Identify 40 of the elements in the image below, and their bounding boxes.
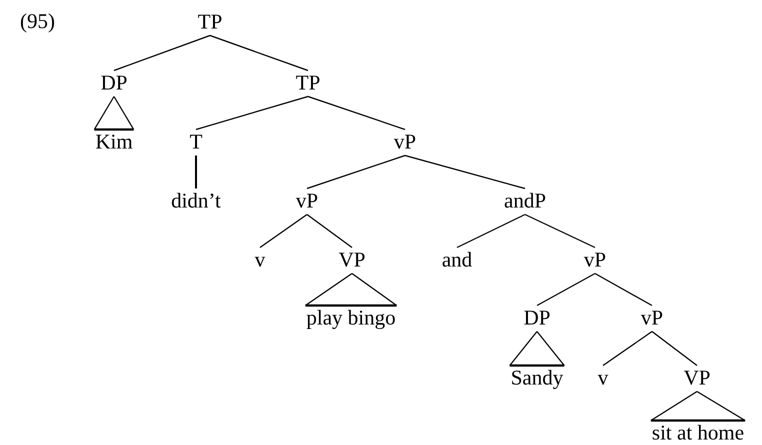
tree-node-label: DP xyxy=(524,306,550,330)
tree-node-label: TP xyxy=(198,10,222,34)
tree-node-label: andP xyxy=(504,190,546,212)
tree-node-label: Sandy xyxy=(510,366,564,390)
tree-node-label: didn’t xyxy=(171,190,221,212)
tree-branch xyxy=(195,156,197,188)
tree-branch xyxy=(524,214,596,248)
tree-branch xyxy=(602,331,652,366)
tree-node-label: VP xyxy=(684,366,710,390)
tree-branch xyxy=(306,214,352,248)
tree-branch xyxy=(456,214,526,248)
tree-branch xyxy=(308,96,406,130)
tree-branch xyxy=(114,34,210,72)
triangle-branch xyxy=(509,330,565,367)
tree-node-label: DP xyxy=(100,72,128,94)
tree-branch xyxy=(260,214,308,248)
tree-node-label: vP xyxy=(640,306,664,330)
tree-node-label: Kim xyxy=(95,130,133,154)
tree-node-label: T xyxy=(190,130,202,154)
tree-node-label: sit at home xyxy=(652,422,744,444)
tree-branch xyxy=(196,96,308,130)
tree-node-label: TP xyxy=(296,72,320,94)
tree-node-label: play bingo xyxy=(306,306,396,330)
tree-node-label: vP xyxy=(394,130,416,154)
tree-branch xyxy=(404,154,526,190)
example-number: (95) xyxy=(20,11,55,32)
tree-branch xyxy=(210,34,308,72)
tree-node-label: v xyxy=(598,366,608,390)
triangle-branch xyxy=(94,96,134,131)
tree-node-label: VP xyxy=(338,248,366,272)
tree-branch xyxy=(652,331,698,366)
triangle-branch xyxy=(304,272,398,307)
tree-branch xyxy=(536,272,596,306)
tree-node-label: and xyxy=(442,248,472,272)
triangle-branch xyxy=(650,390,746,422)
tree-branch xyxy=(594,272,652,306)
tree-node-label: vP xyxy=(584,248,606,272)
tree-node-label: vP xyxy=(296,190,318,212)
tree-branch xyxy=(306,154,406,190)
tree-node-label: v xyxy=(254,248,266,272)
